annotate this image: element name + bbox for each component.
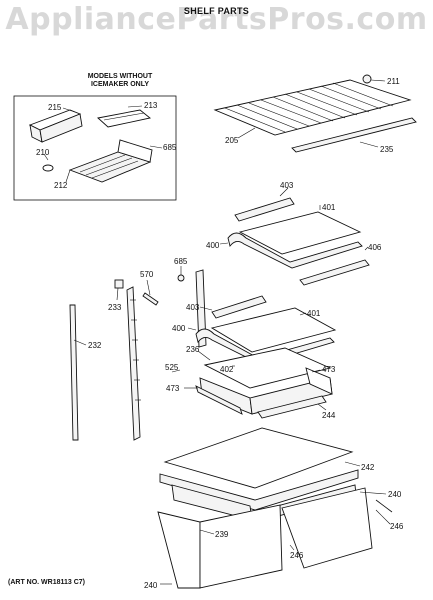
part-244-trim (257, 395, 327, 419)
callout-570: 570 (140, 270, 154, 279)
callout-215: 215 (48, 103, 62, 112)
callout-246-center: 246 (290, 551, 304, 560)
part-406-trim (299, 259, 370, 286)
callout-210: 210 (36, 148, 50, 157)
part-570-screw (142, 292, 159, 306)
part-246-glide (375, 499, 393, 513)
callout-400-upper: 400 (206, 241, 220, 250)
part-240-pan-left-front (199, 504, 283, 589)
callout-401-upper: 401 (322, 203, 336, 212)
callout-403-middle: 403 (186, 303, 200, 312)
callout-406: 406 (368, 243, 382, 252)
part-403a-trim (234, 197, 295, 222)
callout-235: 235 (380, 145, 394, 154)
part-233-ladder (126, 286, 141, 441)
part-401b-glass (210, 307, 337, 353)
part-232-ladder (69, 304, 79, 441)
callout-211: 211 (387, 77, 400, 86)
part-215-front (39, 113, 83, 143)
part-240-pan-left-side (157, 511, 201, 589)
callout-400-middle: 400 (172, 324, 186, 333)
callout-213: 213 (144, 101, 158, 110)
part-205-wires (224, 82, 394, 133)
watermark-text: AppliancePartsPros.com (5, 2, 428, 37)
callout-244: 244 (322, 411, 336, 420)
callout-205: 205 (225, 136, 239, 145)
callout-402: 402 (220, 365, 234, 374)
part-473a-rail (305, 367, 333, 395)
callout-232: 232 (88, 341, 102, 350)
part-211-clip (362, 74, 372, 84)
leader-lines (43, 79, 391, 585)
part-233-bracket (114, 279, 124, 289)
callout-473-left: 473 (166, 384, 180, 393)
inset-heading-line2: ICEMAKER ONLY (90, 81, 150, 88)
callout-473-right: 473 (322, 365, 336, 374)
part-210-shape (42, 164, 54, 172)
art-number: (ART NO. WR18113 C7) (8, 579, 86, 586)
part-685b-rail (195, 269, 207, 348)
callout-240-right: 240 (388, 490, 402, 499)
part-242-frame (159, 469, 359, 511)
part-400a-frame (227, 232, 363, 269)
part-240-pan-right (281, 487, 373, 569)
callout-685-middle: 685 (174, 257, 188, 266)
callout-233: 233 (108, 303, 122, 312)
part-402-cover (203, 347, 332, 389)
callout-242: 242 (361, 463, 375, 472)
callout-525: 525 (165, 363, 179, 372)
part-401a-glass (238, 211, 362, 255)
part-473b-rail (195, 385, 243, 415)
callout-401-middle: 401 (307, 309, 321, 318)
callout-236: 236 (186, 345, 200, 354)
part-403b-trim (211, 295, 267, 319)
diagram-title: SHELF PARTS (183, 6, 250, 16)
part-235-trim (291, 117, 417, 153)
callout-240-left: 240 (144, 581, 158, 590)
inset-box (13, 95, 177, 201)
callout-246-right: 246 (390, 522, 404, 531)
part-685-shape (117, 139, 153, 163)
callout-212: 212 (54, 181, 68, 190)
inset-heading: MODELS WITHOUT ICEMAKER ONLY (60, 73, 180, 89)
part-213-shape (97, 109, 152, 128)
part-242-glass (163, 427, 354, 489)
part-685b-screw (177, 274, 185, 282)
inset-heading-line1: MODELS WITHOUT (87, 73, 153, 80)
callout-239: 239 (215, 530, 229, 539)
callout-685-inset: 685 (163, 143, 177, 152)
callout-403-upper: 403 (280, 181, 294, 190)
